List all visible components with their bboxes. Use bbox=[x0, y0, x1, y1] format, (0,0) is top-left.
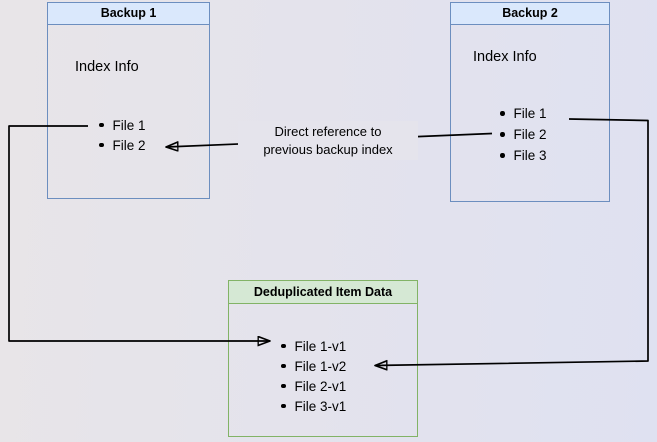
file-list-item: File 3 bbox=[500, 145, 547, 166]
dedup-file-list: File 1-v1 File 1-v2 File 2-v1 File 3-v1 bbox=[281, 336, 346, 416]
bullet-icon bbox=[281, 383, 286, 389]
bullet-icon bbox=[99, 142, 104, 148]
file-label: File 2 bbox=[513, 127, 547, 142]
bullet-icon bbox=[281, 403, 286, 409]
dedup-box: Deduplicated Item Data File 1-v1 File 1-… bbox=[228, 280, 418, 437]
backup1-box: Backup 1 Index Info File 1 File 2 bbox=[47, 2, 210, 199]
file-list-item: File 1 bbox=[500, 103, 547, 124]
file-list-item: File 1 bbox=[99, 115, 146, 135]
file-label: File 3 bbox=[513, 148, 547, 163]
bullet-icon bbox=[281, 343, 286, 349]
bullet-icon bbox=[500, 153, 505, 158]
bullet-icon bbox=[281, 363, 286, 369]
bullet-icon bbox=[99, 122, 104, 128]
file-list-item: File 2-v1 bbox=[281, 376, 346, 396]
file-list-item: File 2 bbox=[500, 124, 547, 145]
file-list-item: File 1-v2 bbox=[281, 356, 346, 376]
file-label: File 1-v2 bbox=[294, 358, 347, 374]
backup2-index-info-label: Index Info bbox=[473, 49, 537, 65]
file-label: File 1 bbox=[513, 106, 547, 121]
backup2-box: Backup 2 Index Info File 1 File 2 File 3 bbox=[450, 2, 610, 202]
file-list-item: File 1-v1 bbox=[281, 336, 346, 356]
file-label: File 3-v1 bbox=[294, 398, 347, 414]
file-label: File 2-v1 bbox=[294, 378, 347, 394]
file-list-item: File 2 bbox=[99, 135, 146, 155]
file-label: File 2 bbox=[112, 137, 146, 153]
file-label: File 1-v1 bbox=[294, 338, 347, 354]
file-list-item: File 3-v1 bbox=[281, 396, 346, 416]
direct-reference-label-line2: previous backup index bbox=[263, 141, 393, 157]
direct-reference-label: Direct reference to previous backup inde… bbox=[238, 121, 418, 160]
backup1-index-info-label: Index Info bbox=[75, 59, 139, 75]
backup1-title: Backup 1 bbox=[48, 3, 209, 25]
backup2-file-list: File 1 File 2 File 3 bbox=[500, 103, 547, 166]
file-label: File 1 bbox=[112, 117, 146, 133]
dedup-title: Deduplicated Item Data bbox=[229, 281, 417, 304]
bullet-icon bbox=[500, 111, 505, 116]
bullet-icon bbox=[500, 132, 505, 137]
direct-reference-label-line1: Direct reference to bbox=[274, 124, 382, 139]
backup1-file-list: File 1 File 2 bbox=[99, 115, 146, 155]
backup2-title: Backup 2 bbox=[451, 3, 609, 25]
